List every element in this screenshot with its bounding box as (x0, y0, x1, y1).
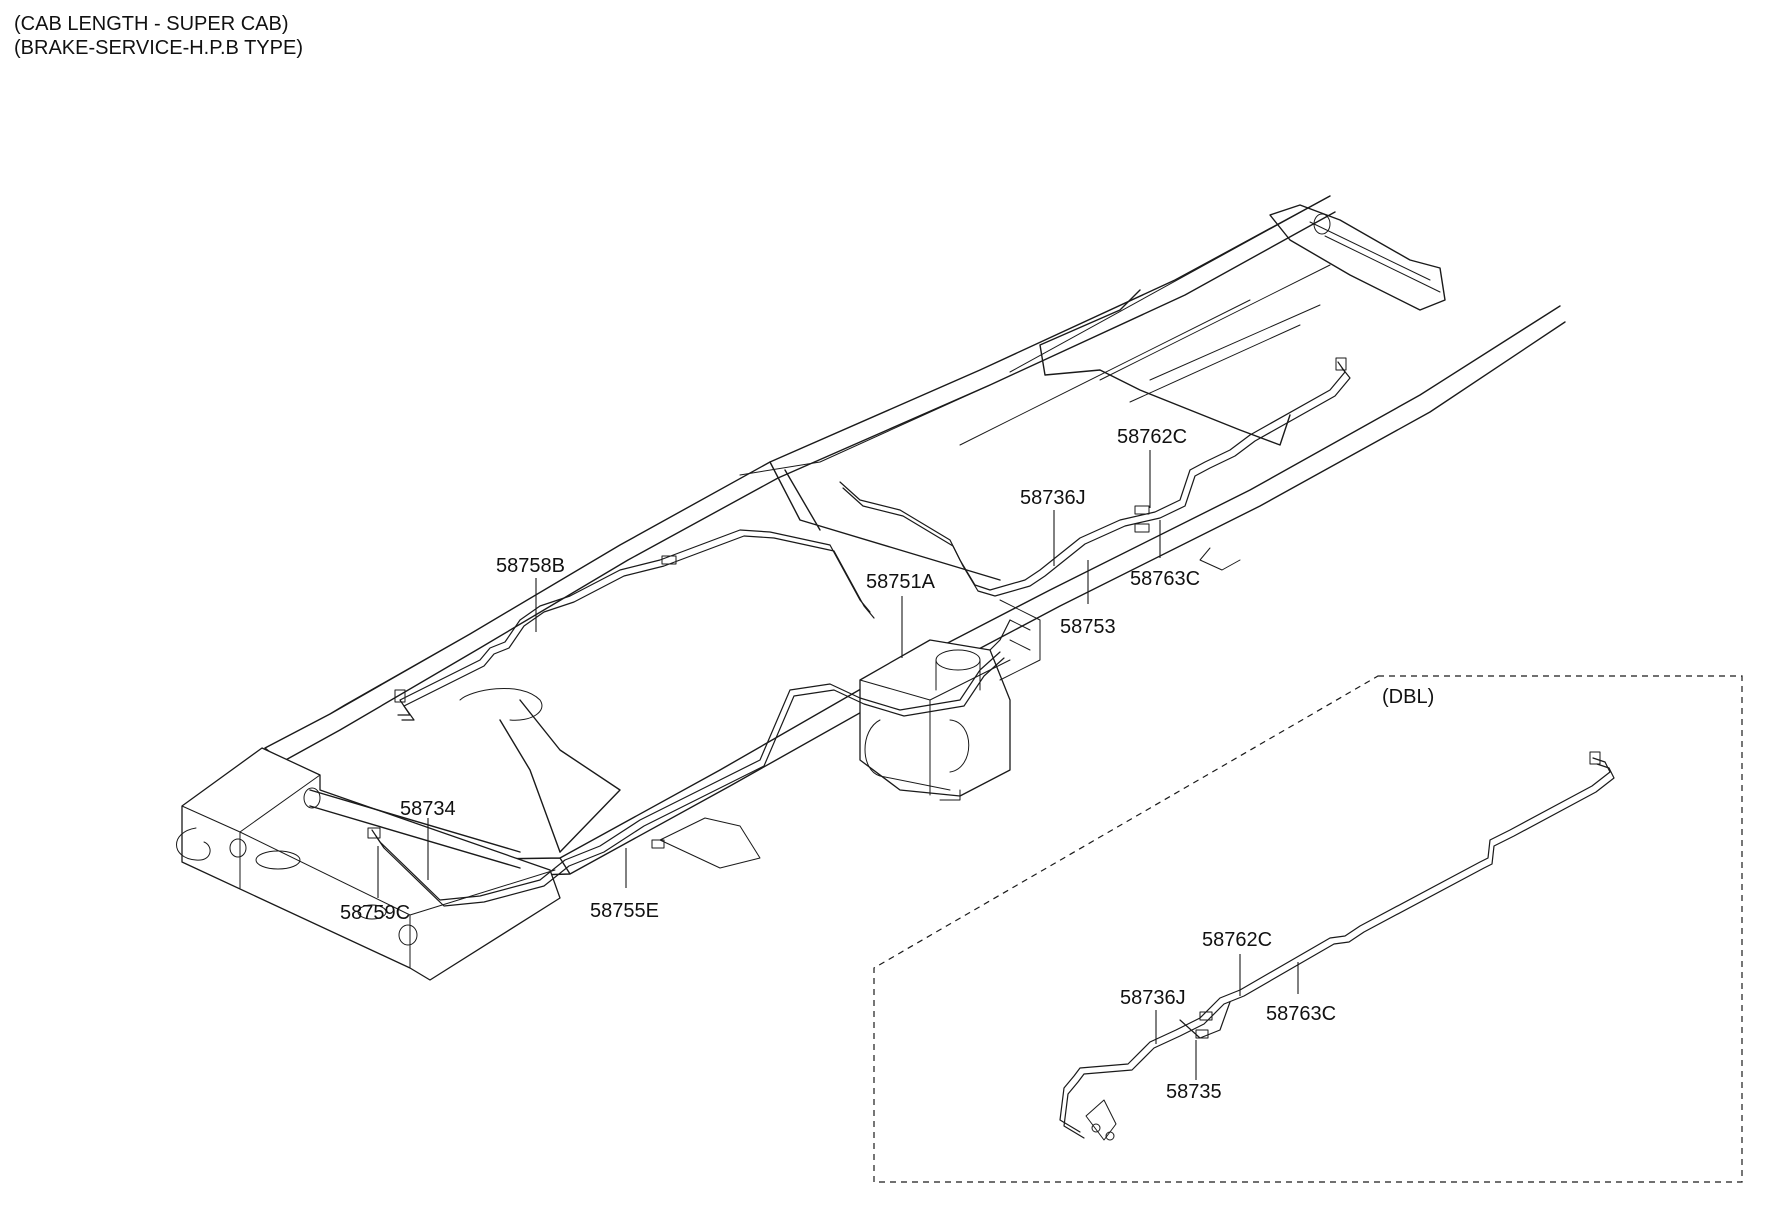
brake-lines (367, 357, 1351, 907)
callout-labels: 58758B 58751A 58736J 58762C 58763C 58753… (340, 426, 1336, 1103)
brake-line-right (839, 361, 1346, 591)
front-cross-tube (309, 789, 521, 869)
inset-label-dbl: (DBL) (1382, 686, 1434, 708)
callout-58758B: 58758B (496, 555, 565, 577)
callout-58734: 58734 (400, 798, 456, 820)
chassis-frame (176, 195, 1566, 981)
inset-callout-58762C: 58762C (1202, 929, 1272, 951)
callout-58736J: 58736J (1020, 487, 1086, 509)
brake-line-left (397, 529, 871, 716)
frame-top-edge (739, 195, 1331, 476)
callout-58759C: 58759C (340, 902, 410, 924)
right-frame-rail (419, 305, 1566, 879)
inset-callout-58736J: 58736J (1120, 987, 1186, 1009)
hpb-brake-module (859, 599, 1041, 801)
callout-58755E: 58755E (590, 900, 659, 922)
diagram-title-brake-type: (BRAKE-SERVICE-H.P.B TYPE) (14, 37, 303, 59)
brake-line-front (371, 651, 1001, 901)
callout-58753: 58753 (1060, 616, 1116, 638)
inset-callout-58735: 58735 (1166, 1081, 1222, 1103)
callout-58751A: 58751A (866, 571, 936, 593)
dbl-brake-line (1059, 757, 1611, 1133)
front-crossmember (181, 747, 561, 981)
diagram-title-cab-length: (CAB LENGTH - SUPER CAB) (14, 13, 289, 35)
callout-58762C: 58762C (1117, 426, 1187, 448)
mid-crossmember (769, 461, 1001, 581)
callout-58763C: 58763C (1130, 568, 1200, 590)
inset-callout-58763C: 58763C (1266, 1003, 1336, 1025)
rear-crossmember (1039, 289, 1291, 446)
dbl-inset: (DBL) (873, 675, 1743, 1183)
callout-leaders (377, 450, 1299, 1080)
left-frame-rail (264, 195, 1336, 763)
inset-border (873, 675, 1743, 1183)
